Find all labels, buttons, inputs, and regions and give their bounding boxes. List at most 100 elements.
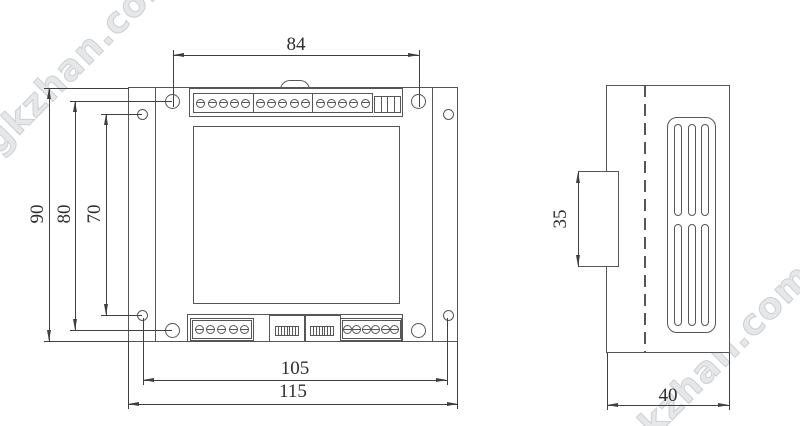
tooth [327, 327, 330, 335]
arrowhead [436, 377, 447, 382]
dim-label-70: 70 [84, 204, 105, 224]
dim-label-40: 40 [658, 385, 678, 406]
slot [687, 124, 696, 216]
extension-line [44, 341, 129, 342]
term [326, 98, 336, 108]
arrowhead [575, 255, 580, 266]
auxcell [380, 97, 388, 112]
arrowhead [575, 172, 580, 183]
top-terminal-group [252, 94, 313, 112]
tooth [286, 327, 290, 335]
arrowhead [72, 101, 77, 112]
extension-line [447, 318, 448, 385]
term [349, 98, 359, 108]
extension-line [44, 88, 129, 89]
extension-line [70, 330, 172, 331]
term [206, 325, 216, 334]
auxcell [387, 97, 394, 112]
dim-line-90 [49, 88, 50, 341]
side-body-outline [606, 85, 730, 353]
term [255, 98, 265, 108]
arrowhead [447, 401, 458, 406]
flange-hole-top-right [442, 108, 454, 120]
top-aux-connector [374, 96, 401, 113]
tooth [318, 327, 322, 335]
bottom-left-terminals [192, 320, 252, 339]
term [315, 98, 325, 108]
extension-line [101, 114, 142, 115]
tooth [283, 327, 287, 335]
dim-line-40 [607, 405, 729, 406]
term [217, 325, 227, 334]
auxcell [393, 97, 401, 112]
flange-hole-bottom-right [442, 309, 454, 321]
dip-connector-left-teeth [275, 326, 299, 336]
dim-label-80: 80 [54, 204, 75, 224]
din-clip [578, 171, 619, 267]
extension-line [607, 353, 608, 410]
term [361, 325, 371, 334]
extension-line [128, 342, 129, 409]
dim-label-105: 105 [280, 358, 310, 379]
mount-hole-bottom-right [410, 322, 426, 338]
term [230, 98, 240, 108]
tooth [277, 327, 281, 335]
dim-line-115 [128, 404, 458, 405]
tooth [321, 327, 325, 335]
term [267, 98, 277, 108]
term [239, 325, 249, 334]
slot [701, 224, 709, 326]
dim-label-35: 35 [550, 209, 571, 229]
dim-line-70 [106, 114, 107, 315]
term [380, 325, 390, 334]
term [218, 98, 228, 108]
top-terminal-group [312, 94, 372, 112]
display-window [193, 126, 400, 304]
term [301, 98, 310, 108]
tooth [292, 327, 295, 335]
term [338, 98, 348, 108]
center-line [644, 85, 646, 353]
dim-line-84 [173, 55, 419, 56]
arrowhead [718, 402, 729, 407]
tooth [289, 327, 292, 335]
slot [687, 224, 696, 326]
term [207, 98, 217, 108]
arrowhead [128, 401, 139, 406]
term [278, 98, 288, 108]
vent-grille [667, 117, 716, 333]
term [390, 325, 400, 334]
bottom-right-terminals [341, 320, 401, 339]
term [371, 325, 381, 334]
left-flange-line [155, 87, 156, 342]
term [360, 98, 370, 108]
vent-slot-row-top [668, 124, 715, 216]
dim-line-80 [75, 101, 76, 330]
extension-line [729, 353, 730, 410]
arrowhead [46, 88, 51, 99]
arrowhead [72, 319, 77, 330]
top-terminal-group [194, 94, 253, 112]
arrowhead [173, 52, 184, 57]
dim-line-105 [143, 380, 447, 381]
dim-label-90: 90 [27, 204, 48, 224]
vent-slot-row-bottom [668, 224, 715, 326]
slot [701, 124, 709, 216]
extension-line [101, 315, 142, 316]
arrowhead [143, 377, 154, 382]
arrowhead [103, 114, 108, 125]
arrowhead [103, 304, 108, 315]
term [352, 325, 362, 334]
tooth [315, 327, 319, 335]
slot [674, 124, 682, 216]
term [241, 98, 251, 108]
dim-line-35 [578, 171, 579, 267]
dim-label-84: 84 [286, 34, 306, 55]
term [195, 325, 205, 334]
extension-line [143, 318, 144, 385]
dip-connector-right-teeth [310, 326, 334, 336]
tooth [330, 327, 333, 335]
bottom-right-terminal-block [340, 318, 402, 341]
tooth [295, 327, 298, 335]
term [342, 325, 352, 334]
